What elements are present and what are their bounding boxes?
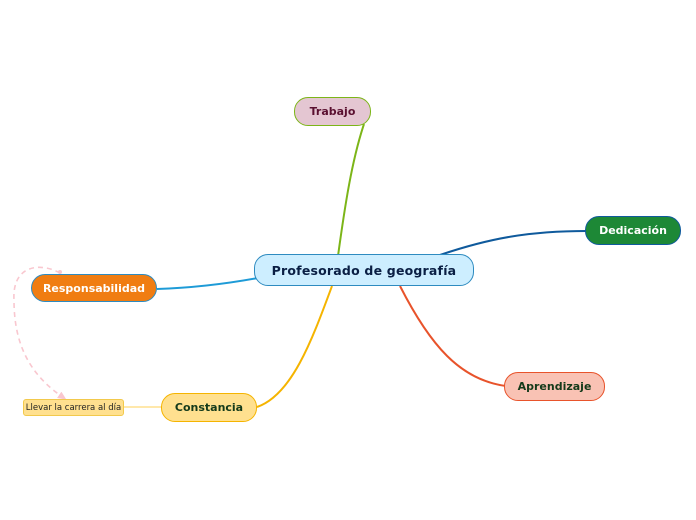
topic-node-responsabilidad[interactable]: Responsabilidad [31,274,157,302]
relationship-dashed-line[interactable] [13,266,67,400]
topic-node-trabajo[interactable]: Trabajo [294,97,371,126]
topic-label-constancia: Constancia [174,401,244,414]
subtopic-label-llevar: Llevar la carrera al día [25,402,122,413]
topic-label-trabajo: Trabajo [309,105,356,118]
central-topic-label: Profesorado de geografía [271,262,457,278]
topic-label-responsabilidad: Responsabilidad [42,281,146,295]
branch-line-trabajo [337,123,365,257]
branch-line-responsabilidad [156,277,259,290]
central-topic-node[interactable]: Profesorado de geografía [254,254,474,286]
branch-line-constancia [256,285,333,408]
topic-node-dedicacion[interactable]: Dedicación [585,216,681,245]
branch-line-aprendizaje [399,285,507,387]
relationship-start-dot [58,270,62,274]
branch-line-dedicacion [439,230,588,256]
topic-node-constancia[interactable]: Constancia [161,393,257,422]
topic-label-dedicacion: Dedicación [599,224,667,237]
topic-node-aprendizaje[interactable]: Aprendizaje [504,372,605,401]
subtopic-node-llevar[interactable]: Llevar la carrera al día [23,399,124,416]
topic-label-aprendizaje: Aprendizaje [517,380,592,393]
